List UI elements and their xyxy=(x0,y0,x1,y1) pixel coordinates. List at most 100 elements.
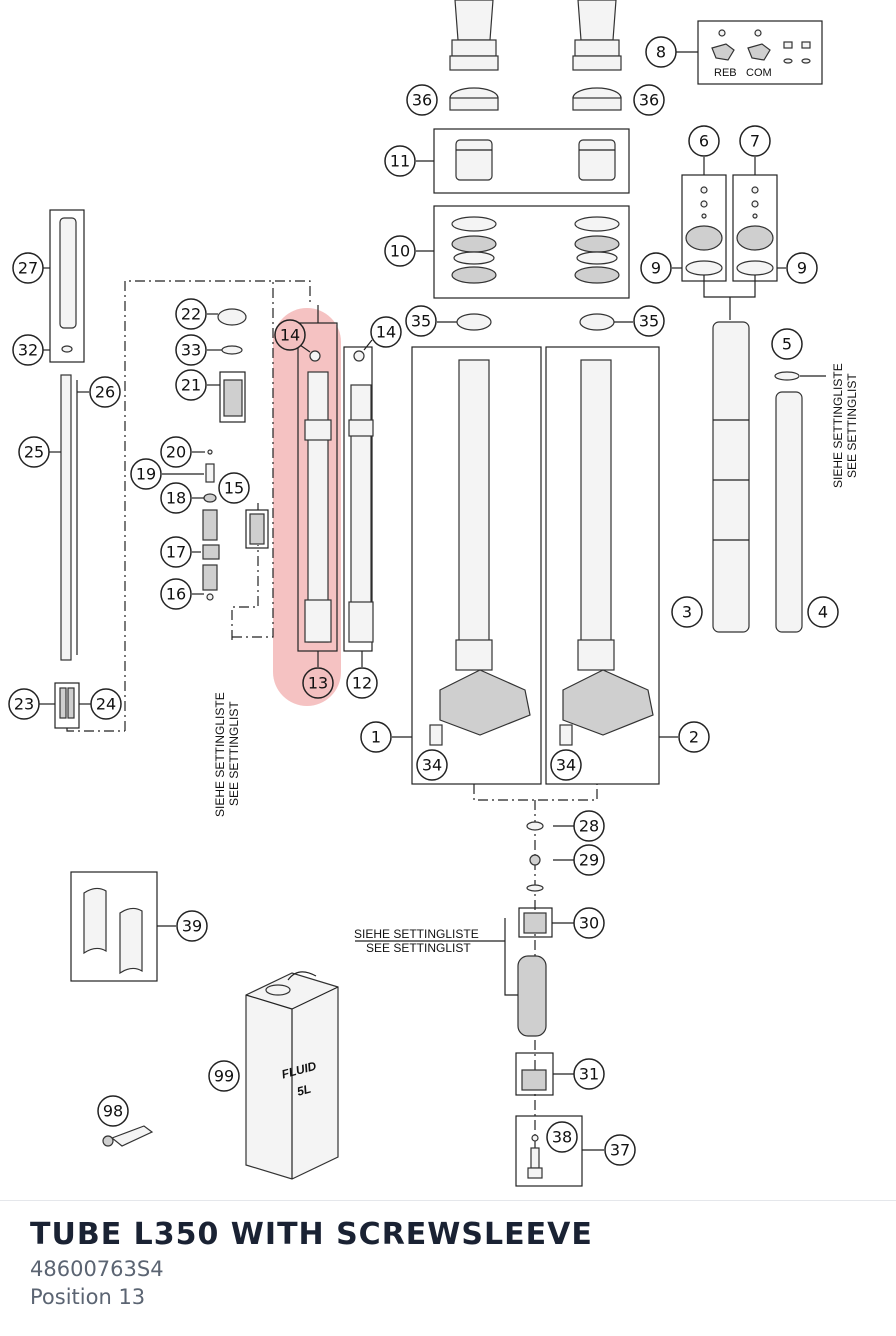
callout-3[interactable]: 3 xyxy=(671,596,703,628)
svg-text:17: 17 xyxy=(166,543,186,562)
svg-text:37: 37 xyxy=(610,1141,630,1160)
svg-text:16: 16 xyxy=(166,585,186,604)
callout-24[interactable]: 24 xyxy=(90,688,122,720)
callout-37[interactable]: 37 xyxy=(604,1134,636,1166)
callout-39[interactable]: 39 xyxy=(176,910,208,942)
svg-text:23: 23 xyxy=(14,695,34,714)
callout-9-right[interactable]: 9 xyxy=(786,252,818,284)
callout-99[interactable]: 99 xyxy=(208,1060,240,1092)
svg-text:6: 6 xyxy=(699,132,709,151)
callout-23[interactable]: 23 xyxy=(8,688,40,720)
callout-20[interactable]: 20 xyxy=(160,436,192,468)
damper-parts xyxy=(124,280,311,731)
svg-text:14: 14 xyxy=(280,326,300,345)
callout-13[interactable]: 13 xyxy=(302,667,334,699)
cartridge-tops xyxy=(681,174,778,320)
svg-text:8: 8 xyxy=(656,43,666,62)
callout-4[interactable]: 4 xyxy=(807,596,839,628)
callout-32[interactable]: 32 xyxy=(12,334,44,366)
callout-27[interactable]: 27 xyxy=(12,252,44,284)
note-en-right: SEE SETTINGLIST xyxy=(845,373,859,478)
exploded-parts-diagram: REB COM xyxy=(8,0,859,1187)
callout-36-right[interactable]: 36 xyxy=(633,84,665,116)
callout-29[interactable]: 29 xyxy=(573,844,605,876)
callout-18[interactable]: 18 xyxy=(160,482,192,514)
callout-9-left[interactable]: 9 xyxy=(640,252,672,284)
callout-22[interactable]: 22 xyxy=(175,298,207,330)
callout-26[interactable]: 26 xyxy=(89,376,121,408)
svg-text:30: 30 xyxy=(579,914,599,933)
part-title: TUBE L350 WITH SCREWSLEEVE xyxy=(30,1217,593,1252)
callout-30[interactable]: 30 xyxy=(573,907,605,939)
note-de-left: SIEHE SETTINGLISTE xyxy=(213,692,227,817)
callout-36-left[interactable]: 36 xyxy=(406,84,438,116)
callout-6[interactable]: 6 xyxy=(688,125,720,157)
svg-text:28: 28 xyxy=(579,817,599,836)
svg-text:9: 9 xyxy=(651,259,661,278)
highlight-position-13 xyxy=(273,308,341,706)
svg-text:10: 10 xyxy=(390,242,410,261)
callout-33[interactable]: 33 xyxy=(175,334,207,366)
svg-text:12: 12 xyxy=(352,674,372,693)
svg-text:25: 25 xyxy=(24,443,44,462)
outer-tubes xyxy=(411,346,660,1180)
ring-35-right xyxy=(579,313,615,331)
svg-text:29: 29 xyxy=(579,851,599,870)
part-info-panel: TUBE L350 WITH SCREWSLEEVE 48600763S4 Po… xyxy=(0,1200,896,1336)
svg-text:38: 38 xyxy=(552,1128,572,1147)
svg-text:26: 26 xyxy=(95,383,115,402)
callout-15[interactable]: 15 xyxy=(218,472,250,504)
callout-25[interactable]: 25 xyxy=(18,436,50,468)
callout-10[interactable]: 10 xyxy=(384,235,416,267)
callout-34-right[interactable]: 34 xyxy=(550,749,582,781)
svg-text:35: 35 xyxy=(639,312,659,331)
svg-text:39: 39 xyxy=(182,917,202,936)
fork-caps xyxy=(449,0,622,111)
callout-98[interactable]: 98 xyxy=(97,1095,129,1127)
can-label-volume: 5L xyxy=(295,1082,312,1099)
callout-14-left[interactable]: 14 xyxy=(274,319,306,351)
callout-21[interactable]: 21 xyxy=(175,369,207,401)
callout-7[interactable]: 7 xyxy=(739,125,771,157)
svg-text:22: 22 xyxy=(181,305,201,324)
callout-16[interactable]: 16 xyxy=(160,578,192,610)
callout-2[interactable]: 2 xyxy=(678,721,710,753)
svg-text:18: 18 xyxy=(166,489,186,508)
svg-text:34: 34 xyxy=(556,756,576,775)
callout-14-right[interactable]: 14 xyxy=(370,316,402,348)
left-tool-parts xyxy=(49,209,125,732)
callout-12[interactable]: 12 xyxy=(346,667,378,699)
svg-text:20: 20 xyxy=(166,443,186,462)
callout-34-left[interactable]: 34 xyxy=(416,749,448,781)
svg-text:7: 7 xyxy=(750,132,760,151)
fluid-can: FLUID 5L xyxy=(245,971,339,1180)
callout-5[interactable]: 5 xyxy=(771,328,803,360)
svg-text:2: 2 xyxy=(689,728,699,747)
svg-text:5: 5 xyxy=(782,335,792,354)
callout-31[interactable]: 31 xyxy=(573,1058,605,1090)
seal-set xyxy=(433,205,630,299)
callout-8[interactable]: 8 xyxy=(645,36,677,68)
svg-text:21: 21 xyxy=(181,376,201,395)
part-number: 48600763S4 xyxy=(30,1257,164,1281)
callout-38[interactable]: 38 xyxy=(546,1121,578,1153)
svg-text:24: 24 xyxy=(96,695,116,714)
cartridge-and-spring xyxy=(712,321,826,633)
svg-text:14: 14 xyxy=(376,323,396,342)
bushing-set xyxy=(433,128,630,194)
svg-text:15: 15 xyxy=(224,479,244,498)
callout-17[interactable]: 17 xyxy=(160,536,192,568)
callout-11[interactable]: 11 xyxy=(384,145,416,177)
svg-text:11: 11 xyxy=(390,152,410,171)
svg-text:98: 98 xyxy=(103,1102,123,1121)
callout-35-right[interactable]: 35 xyxy=(633,305,665,337)
reb-label: REB xyxy=(714,67,737,79)
callout-28[interactable]: 28 xyxy=(573,810,605,842)
svg-text:36: 36 xyxy=(412,91,432,110)
svg-text:33: 33 xyxy=(181,341,201,360)
grease-tube xyxy=(102,1125,154,1147)
callout-1[interactable]: 1 xyxy=(360,721,392,753)
callout-19[interactable]: 19 xyxy=(130,458,162,490)
svg-text:27: 27 xyxy=(18,259,38,278)
callout-35-left[interactable]: 35 xyxy=(405,305,437,337)
